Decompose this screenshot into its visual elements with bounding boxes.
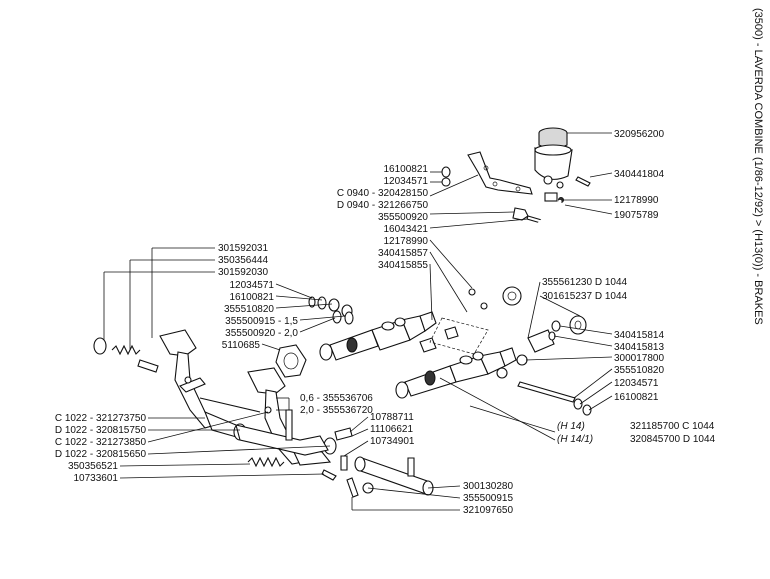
label-10734901: 10734901 (370, 436, 415, 447)
label-355500920-top: 355500920 (378, 212, 428, 223)
label-h14-1: (H 14/1) (557, 434, 593, 445)
master-cylinder-lower (395, 347, 517, 399)
label-12034571-left: 12034571 (230, 280, 275, 291)
label-10788711: 10788711 (370, 412, 414, 423)
label-11106621: 11106621 (370, 424, 413, 435)
label-d0940: D 0940 - 321266750 (337, 200, 429, 211)
label-340441804: 340441804 (614, 169, 664, 180)
label-355561230: 355561230 D 1044 (542, 277, 628, 288)
label-301592030: 301592030 (218, 267, 268, 278)
label-300130280: 300130280 (463, 481, 513, 492)
label-340415857: 340415857 (378, 248, 428, 259)
label-320956200: 320956200 (614, 129, 664, 140)
label-19075789: 19075789 (614, 210, 659, 221)
label-321097650: 321097650 (463, 505, 513, 516)
label-shim-0-6: 0,6 - 355536706 (300, 393, 373, 404)
label-301592031: 301592031 (218, 243, 268, 254)
label-355500915-shim: 355500915 - 1,5 (225, 316, 298, 327)
label-340415814: 340415814 (614, 330, 664, 341)
cross-shaft (346, 456, 434, 498)
label-350356521: 350356521 (68, 461, 118, 472)
label-16043421: 16043421 (384, 224, 429, 235)
label-h14-part: 321185700 C 1044 (630, 421, 715, 432)
label-355500915-bottom: 355500915 (463, 493, 513, 504)
left-small-parts (93, 337, 337, 481)
label-350356444: 350356444 (218, 255, 268, 266)
label-12034571-top: 12034571 (384, 176, 429, 187)
label-10733601: 10733601 (74, 473, 119, 484)
parts-drawing (93, 127, 592, 498)
right-side-parts (502, 286, 592, 416)
label-d1022-a: D 1022 - 320815750 (55, 425, 147, 436)
label-355510820-left: 355510820 (224, 304, 274, 315)
label-h14-1-part: 320845700 D 1044 (630, 434, 716, 445)
master-cylinder-upper (319, 311, 437, 361)
label-355510820-right: 355510820 (614, 365, 664, 376)
bracket (467, 151, 533, 195)
label-340415855: 340415855 (378, 260, 428, 271)
label-16100821-top: 16100821 (384, 164, 429, 175)
label-c0940: C 0940 - 320428150 (337, 188, 429, 199)
label-16100821-right: 16100821 (614, 392, 659, 403)
label-301615237: 301615237 D 1044 (542, 291, 628, 302)
brake-pipes (468, 199, 577, 310)
label-c1022-b: C 1022 - 321273850 (55, 437, 147, 448)
label-h14: (H 14) (557, 421, 585, 432)
label-355500920-shim: 355500920 - 2,0 (225, 328, 298, 339)
label-d1022-b: D 1022 - 320815650 (55, 449, 147, 460)
label-12034571-right: 12034571 (614, 378, 659, 389)
label-340415813: 340415813 (614, 342, 664, 353)
leader-lines (103, 132, 613, 511)
label-5110685: 5110685 (222, 340, 261, 351)
part-labels: 320956200 340441804 12178990 19075789 16… (55, 129, 716, 516)
pedals (159, 329, 337, 466)
label-300017800: 300017800 (614, 353, 664, 364)
label-c1022-a: C 1022 - 321273750 (55, 413, 147, 424)
label-16100821-left: 16100821 (230, 292, 275, 303)
reservoir (534, 127, 591, 203)
label-12178990-mid: 12178990 (384, 236, 429, 247)
label-shim-2-0: 2,0 - 355536720 (300, 405, 373, 416)
label-12178990-top: 12178990 (614, 195, 659, 206)
